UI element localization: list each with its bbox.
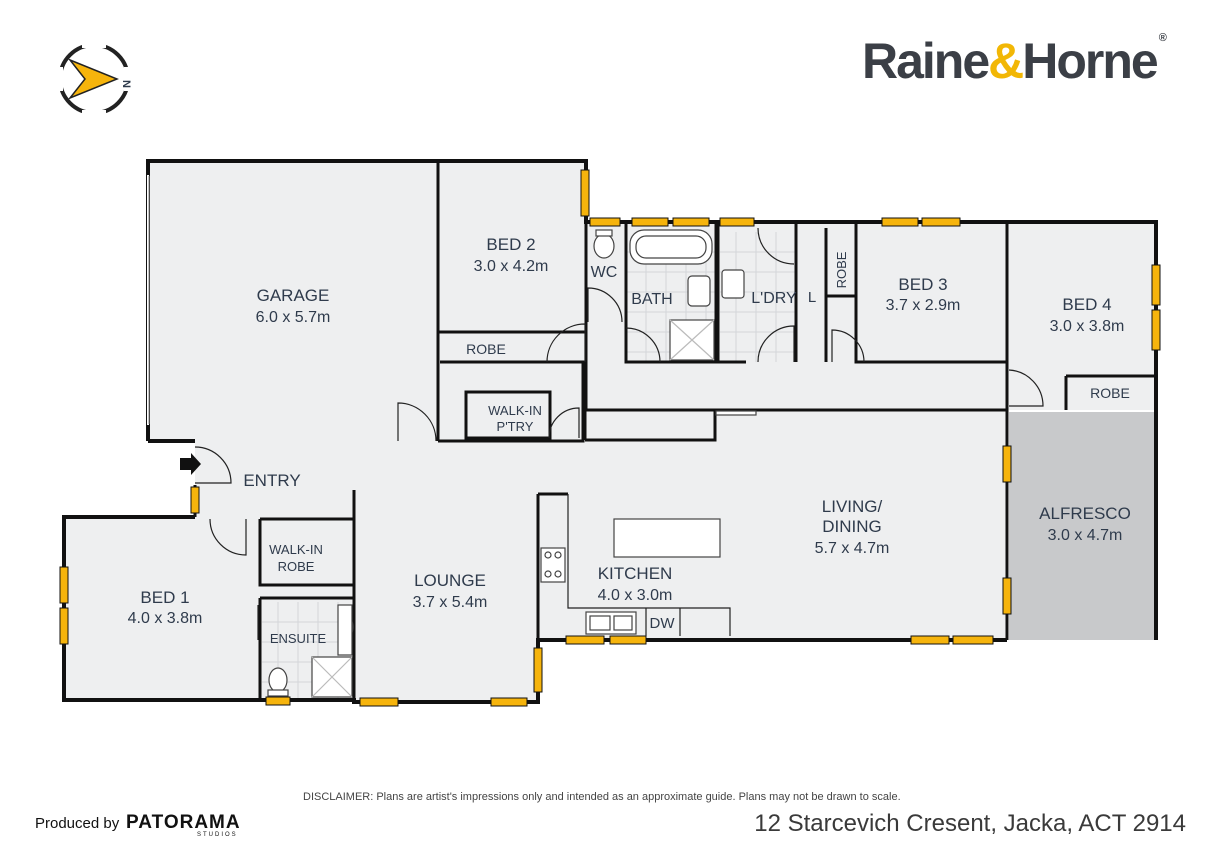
- bed1-name: BED 1: [140, 588, 189, 607]
- alfresco-area: [1009, 412, 1156, 640]
- bed3-dims: 3.7 x 2.9m: [886, 297, 961, 314]
- lounge-name: LOUNGE: [414, 571, 486, 590]
- brand-logo: Raine&Horne®: [862, 32, 1167, 90]
- linen-name: L: [808, 289, 816, 306]
- kitchen-dims: 4.0 x 3.0m: [598, 587, 673, 604]
- brand-name-part1: Raine: [862, 33, 990, 89]
- dw-name: DW: [650, 615, 676, 632]
- bath-name: BATH: [631, 291, 672, 308]
- living-line1: LIVING/: [822, 497, 883, 516]
- bed4-dims: 3.0 x 3.8m: [1050, 318, 1125, 335]
- property-address: 12 Starcevich Cresent, Jacka, ACT 2914: [754, 810, 1186, 837]
- bed2-dims: 3.0 x 4.2m: [474, 258, 549, 275]
- produced-by-label: Produced by: [35, 815, 120, 832]
- laundry-name: L'DRY: [751, 290, 797, 307]
- walkin-robe-line2: ROBE: [278, 559, 315, 574]
- bed2-name: BED 2: [486, 235, 535, 254]
- brand-name-part2: Horne: [1022, 33, 1158, 89]
- bed3-name: BED 3: [898, 275, 947, 294]
- producer-sub: STUDIOS: [197, 832, 238, 838]
- bed3-robe-name: ROBE: [834, 251, 849, 288]
- bed4-robe-name: ROBE: [1090, 385, 1130, 401]
- brand-reg-mark: ®: [1158, 32, 1167, 44]
- bed1-dims: 4.0 x 3.8m: [128, 610, 203, 627]
- garage-dims: 6.0 x 5.7m: [256, 309, 331, 326]
- room-labels: GARAGE 6.0 x 5.7m BED 2 3.0 x 4.2m WC BA…: [128, 235, 1131, 646]
- entry-name: ENTRY: [243, 471, 300, 490]
- pantry-line2: P'TRY: [497, 419, 534, 434]
- walkin-robe-line1: WALK-IN: [269, 542, 323, 557]
- fixtures: [267, 229, 757, 698]
- lounge-dims: 3.7 x 5.4m: [413, 594, 488, 611]
- disclaimer-text: DISCLAIMER: Plans are artist's impressio…: [303, 791, 901, 803]
- alfresco-dims: 3.0 x 4.7m: [1048, 527, 1123, 544]
- bed4-name: BED 4: [1062, 295, 1111, 314]
- floor-areas: [64, 161, 1156, 702]
- compass-letter: N: [120, 80, 132, 88]
- garage-name: GARAGE: [257, 286, 330, 305]
- windows: [59, 169, 1161, 707]
- bed2-robe-name: ROBE: [466, 341, 506, 357]
- wc-name: WC: [591, 264, 618, 281]
- ensuite-name: ENSUITE: [270, 631, 327, 646]
- living-line2: DINING: [822, 517, 882, 536]
- doors: [194, 227, 1044, 640]
- pantry-line1: WALK-IN: [488, 403, 542, 418]
- alfresco-name: ALFRESCO: [1039, 504, 1131, 523]
- interior-walls: [193, 163, 1156, 702]
- living-dims: 5.7 x 4.7m: [815, 540, 890, 557]
- compass-icon: N: [55, 40, 132, 118]
- producer-logo: PATORAMA: [126, 812, 241, 833]
- kitchen-name: KITCHEN: [598, 564, 673, 583]
- entry-arrow-icon: [180, 453, 201, 475]
- brand-ampersand: &: [988, 33, 1024, 89]
